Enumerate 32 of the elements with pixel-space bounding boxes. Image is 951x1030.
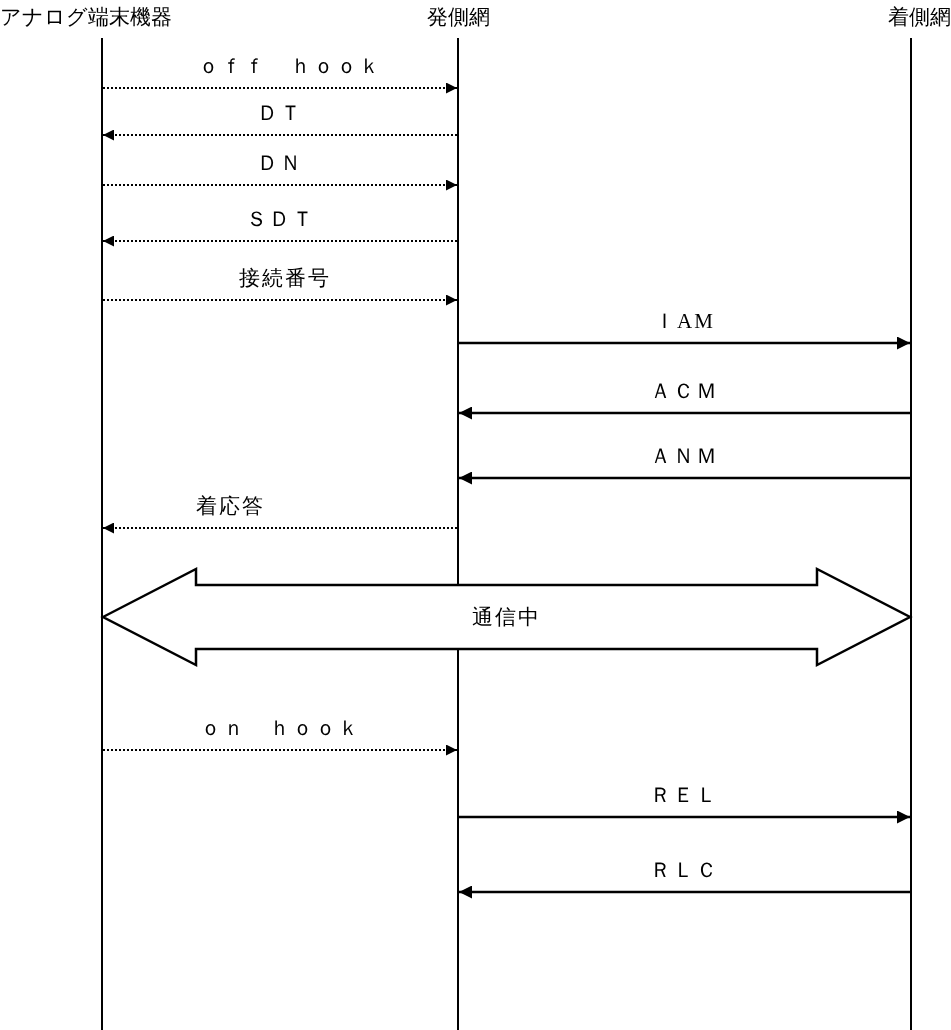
edge-label: ＤＮ: [257, 151, 303, 175]
edge-label: ＲＬＣ: [650, 858, 719, 882]
double-block-arrow: [100, 566, 913, 668]
edge-label: ＲＥＬ: [650, 783, 719, 807]
edge-label: ＤＴ: [257, 101, 303, 125]
edge-label: ＡＮＭ: [650, 444, 719, 468]
edge-label: 接続番号: [239, 266, 331, 290]
edge-label: ｏｎ ｈｏｏｋ: [199, 716, 361, 740]
lifeline-label: 着側網: [888, 4, 951, 30]
edge-label: 通信中: [472, 605, 541, 629]
arrow: [459, 336, 910, 350]
lifeline: [101, 38, 103, 1030]
arrow: [459, 406, 910, 420]
lifeline: [457, 38, 459, 1030]
arrow: [103, 129, 457, 141]
lifeline: [910, 38, 912, 1030]
edge-label: ＡＣＭ: [650, 379, 719, 403]
arrow: [103, 522, 457, 534]
lifeline-label: アナログ端末機器: [0, 4, 172, 30]
lifeline-label: 発側網: [426, 4, 490, 30]
arrow: [103, 294, 457, 306]
edge-label: 着応答: [195, 494, 265, 518]
arrow: [103, 744, 457, 756]
arrow: [459, 810, 910, 824]
arrow: [103, 235, 457, 247]
arrow: [459, 885, 910, 899]
edge-label: ＳＤＴ: [245, 207, 315, 231]
arrow: [459, 471, 910, 485]
arrow: [103, 179, 457, 191]
arrow: [103, 82, 457, 94]
edge-label: ＩAM: [654, 309, 715, 333]
edge-label: ｏｆｆ ｈｏｏｋ: [198, 54, 382, 78]
